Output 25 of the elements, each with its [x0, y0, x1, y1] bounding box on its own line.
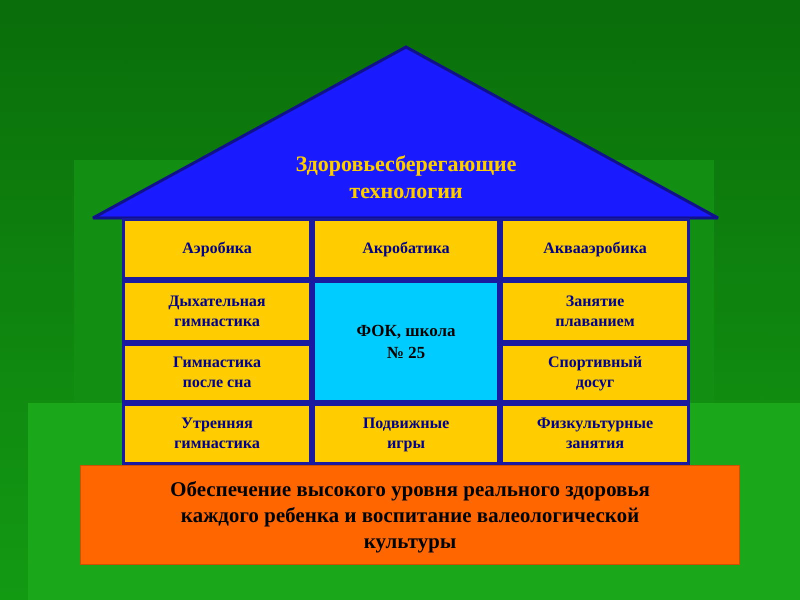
activity-cell — [500, 403, 690, 465]
activity-cell — [122, 403, 312, 465]
activity-cell — [122, 280, 312, 343]
activity-cell — [312, 403, 500, 465]
activity-cell — [500, 280, 690, 343]
center-cell — [312, 280, 500, 403]
cell-label: Занятие плаванием — [554, 292, 636, 332]
cell-label: ФОК, школа № 25 — [355, 320, 457, 363]
activity-cell — [122, 343, 312, 403]
cell-label: Физкультурные занятия — [536, 414, 654, 454]
cell-label: Подвижные игры — [362, 414, 450, 454]
cell-label: Аквааэробика — [543, 239, 647, 259]
activity-cell — [312, 218, 500, 280]
cell-label: Утренняя гимнастика — [173, 414, 261, 454]
roof-title: Здоровьесберегающие технологии — [294, 150, 518, 204]
activity-cell — [122, 218, 312, 280]
foundation-box — [80, 465, 740, 565]
activity-cell — [500, 343, 690, 403]
cell-label: Спортивный досуг — [546, 353, 644, 393]
cell-label: Дыхательная гимнастика — [167, 292, 267, 332]
cell-label: Акробатика — [362, 239, 450, 259]
activity-cell — [500, 218, 690, 280]
cell-label: Аэробика — [182, 239, 252, 259]
goal-text: Обеспечение высокого уровня реального здоровья каждого ребенка и воспитание валеологической культуры — [169, 476, 651, 554]
cell-label: Гимнастика после сна — [172, 353, 262, 393]
